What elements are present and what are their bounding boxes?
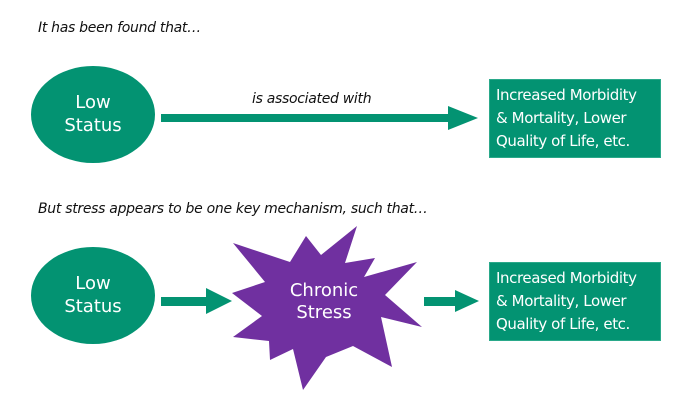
outcome-line1: Increased Morbidity: [496, 86, 637, 104]
low-status-node-2: [31, 247, 155, 344]
arrow-associated: [161, 106, 478, 130]
chronic-stress-starburst: [232, 226, 422, 390]
outcome-box: Increased Morbidity & Mortality, Lower Q…: [489, 79, 661, 158]
low-status-node: [31, 66, 155, 163]
edge-label-associated: is associated with: [252, 91, 372, 107]
low-status-label: Low Status: [31, 66, 155, 163]
outcome-2-line2: & Mortality, Lower: [496, 292, 627, 310]
outcome-2-line3: Quality of Life, etc.: [496, 315, 630, 333]
low-status-label-2: Low Status: [31, 247, 155, 344]
low-status-line1: Low: [75, 92, 111, 113]
outcome-2-line1: Increased Morbidity: [496, 269, 637, 287]
chronic-stress-line2: Stress: [296, 302, 352, 323]
arrow-status-to-stress: [161, 288, 232, 314]
arrow-stress-to-outcome: [424, 290, 479, 312]
caption-finding: It has been found that…: [38, 20, 201, 36]
chronic-stress-label: Chronic Stress: [262, 272, 386, 332]
low-status-line2: Status: [64, 114, 122, 136]
outcome-box-2: Increased Morbidity & Mortality, Lower Q…: [489, 262, 661, 341]
outcome-line3: Quality of Life, etc.: [496, 132, 630, 150]
low-status-2-line1: Low: [75, 273, 111, 294]
caption-mechanism: But stress appears to be one key mechani…: [38, 201, 428, 217]
chronic-stress-line1: Chronic: [289, 279, 359, 301]
outcome-line2: & Mortality, Lower: [496, 109, 627, 127]
low-status-2-line2: Status: [64, 295, 122, 317]
